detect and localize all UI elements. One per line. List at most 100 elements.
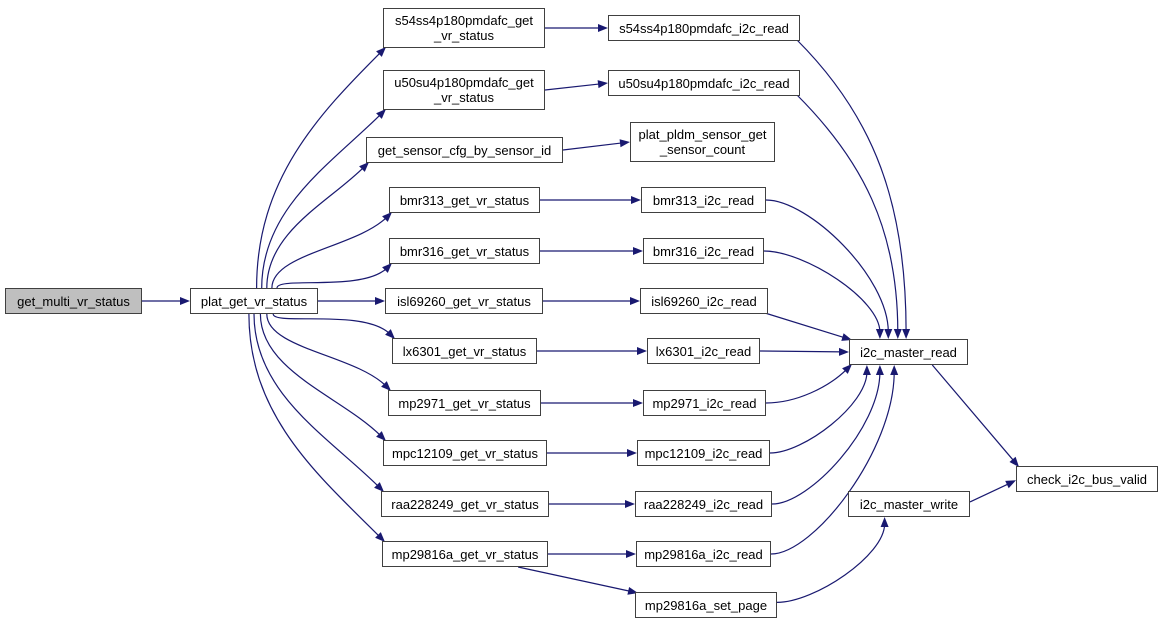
arrowhead-icon	[625, 500, 635, 508]
edge-get_sensor_cfg_by_sensor_id-to-plat_pldm_sensor_get_sensor_count	[562, 139, 630, 151]
edge-u50su4p180pmdafc_i2c_read-to-i2c_master_read	[796, 94, 902, 339]
edge-raa228249_i2c_read-to-i2c_master_read	[771, 365, 884, 505]
arrowhead-icon	[359, 162, 369, 172]
graph-node-mpc12109_i2c_read[interactable]: mpc12109_i2c_read	[637, 440, 770, 466]
graph-node-bmr316_get_vr_status[interactable]: bmr316_get_vr_status	[389, 238, 540, 264]
arrowhead-icon	[385, 329, 395, 339]
arrowhead-icon	[841, 333, 852, 341]
edge-plat_get_vr_status-to-mpc12109_get_vr_status	[259, 313, 386, 441]
edge-mp2971_get_vr_status-to-mp2971_i2c_read	[541, 399, 643, 407]
graph-node-isl69260_i2c_read[interactable]: isl69260_i2c_read	[640, 288, 768, 314]
edge-s54ss4p180pmdafc_i2c_read-to-i2c_master_read	[796, 39, 911, 339]
arrowhead-icon	[382, 263, 392, 273]
graph-node-bmr313_get_vr_status[interactable]: bmr313_get_vr_status	[389, 187, 540, 213]
arrowhead-icon	[880, 517, 889, 527]
arrowhead-icon	[875, 365, 884, 375]
edge-plat_get_vr_status-to-isl69260_get_vr_status	[318, 297, 385, 305]
arrowhead-icon	[630, 297, 640, 305]
graph-node-lx6301_get_vr_status[interactable]: lx6301_get_vr_status	[392, 338, 537, 364]
edge-isl69260_i2c_read-to-i2c_master_read	[764, 312, 852, 341]
arrowhead-icon	[376, 431, 386, 441]
arrowhead-icon	[1009, 456, 1019, 467]
arrowhead-icon	[1005, 480, 1016, 489]
edge-mp29816a_get_vr_status-to-mp29816a_i2c_read	[548, 550, 636, 558]
arrowhead-icon	[875, 329, 884, 339]
graph-node-mp2971_i2c_read[interactable]: mp2971_i2c_read	[643, 390, 766, 416]
edge-bmr316_get_vr_status-to-bmr316_i2c_read	[540, 247, 643, 255]
graph-node-s54ss4p180pmdafc_i2c_read[interactable]: s54ss4p180pmdafc_i2c_read	[608, 15, 800, 41]
arrowhead-icon	[862, 365, 871, 375]
graph-node-u50su4p180pmdafc_get_vr_status[interactable]: u50su4p180pmdafc_get _vr_status	[383, 70, 545, 110]
arrowhead-icon	[637, 347, 647, 355]
graph-node-mpc12109_get_vr_status[interactable]: mpc12109_get_vr_status	[383, 440, 547, 466]
edge-i2c_master_write-to-check_i2c_bus_valid	[969, 480, 1016, 503]
arrowhead-icon	[902, 329, 911, 339]
arrowhead-icon	[884, 329, 893, 339]
graph-node-raa228249_i2c_read[interactable]: raa228249_i2c_read	[635, 491, 772, 517]
graph-node-s54ss4p180pmdafc_get_vr_status[interactable]: s54ss4p180pmdafc_get _vr_status	[383, 8, 545, 48]
edge-bmr313_i2c_read-to-i2c_master_read	[765, 199, 893, 339]
edge-plat_get_vr_status-to-mp2971_get_vr_status	[266, 313, 391, 391]
edge-get_multi_vr_status-to-plat_get_vr_status	[142, 297, 190, 305]
graph-node-i2c_master_read[interactable]: i2c_master_read	[849, 339, 968, 365]
edge-mpc12109_get_vr_status-to-mpc12109_i2c_read	[547, 449, 637, 457]
graph-node-bmr313_i2c_read[interactable]: bmr313_i2c_read	[641, 187, 766, 213]
edge-lx6301_get_vr_status-to-lx6301_i2c_read	[537, 347, 647, 355]
edge-mp29816a_get_vr_status-to-mp29816a_set_page	[517, 566, 638, 595]
edge-i2c_master_read-to-check_i2c_bus_valid	[931, 364, 1019, 467]
edge-s54ss4p180pmdafc_get_vr_status-to-s54ss4p180pmdafc_i2c_read	[545, 24, 608, 32]
graph-node-bmr316_i2c_read[interactable]: bmr316_i2c_read	[643, 238, 764, 264]
graph-node-mp29816a_set_page[interactable]: mp29816a_set_page	[635, 592, 777, 618]
edge-plat_get_vr_status-to-get_sensor_cfg_by_sensor_id	[266, 162, 369, 289]
edge-bmr316_i2c_read-to-i2c_master_read	[763, 250, 884, 339]
edge-plat_get_vr_status-to-mp29816a_get_vr_status	[248, 313, 385, 542]
graph-node-i2c_master_write[interactable]: i2c_master_write	[848, 491, 970, 517]
edge-mp29816a_set_page-to-i2c_master_write	[776, 517, 889, 603]
arrowhead-icon	[180, 297, 190, 305]
edge-plat_get_vr_status-to-s54ss4p180pmdafc_get_vr_status	[256, 47, 386, 289]
graph-node-plat_get_vr_status[interactable]: plat_get_vr_status	[190, 288, 318, 314]
edge-raa228249_get_vr_status-to-raa228249_i2c_read	[549, 500, 635, 508]
arrowhead-icon	[376, 47, 386, 57]
edge-mp2971_i2c_read-to-i2c_master_read	[765, 364, 852, 404]
graph-node-get_sensor_cfg_by_sensor_id[interactable]: get_sensor_cfg_by_sensor_id	[366, 137, 563, 163]
edge-mp29816a_i2c_read-to-i2c_master_read	[770, 365, 899, 555]
graph-node-mp29816a_get_vr_status[interactable]: mp29816a_get_vr_status	[382, 541, 548, 567]
arrowhead-icon	[842, 364, 852, 374]
arrowhead-icon	[633, 247, 643, 255]
edge-plat_get_vr_status-to-bmr316_get_vr_status	[276, 263, 392, 289]
edge-plat_get_vr_status-to-u50su4p180pmdafc_get_vr_status	[261, 109, 386, 289]
arrowhead-icon	[375, 532, 385, 542]
arrowhead-icon	[626, 550, 636, 558]
arrowhead-icon	[381, 381, 391, 391]
graph-node-get_multi_vr_status[interactable]: get_multi_vr_status	[5, 288, 142, 314]
arrowhead-icon	[376, 109, 386, 119]
edge-plat_get_vr_status-to-lx6301_get_vr_status	[272, 313, 395, 339]
arrowhead-icon	[597, 80, 608, 89]
arrowhead-icon	[375, 297, 385, 305]
arrowhead-icon	[631, 196, 641, 204]
edge-u50su4p180pmdafc_get_vr_status-to-u50su4p180pmdafc_i2c_read	[544, 80, 608, 91]
graph-node-u50su4p180pmdafc_i2c_read[interactable]: u50su4p180pmdafc_i2c_read	[608, 70, 800, 96]
graph-node-lx6301_i2c_read[interactable]: lx6301_i2c_read	[647, 338, 760, 364]
graph-node-mp29816a_i2c_read[interactable]: mp29816a_i2c_read	[636, 541, 771, 567]
graph-node-raa228249_get_vr_status[interactable]: raa228249_get_vr_status	[381, 491, 549, 517]
arrowhead-icon	[633, 399, 643, 407]
edge-bmr313_get_vr_status-to-bmr313_i2c_read	[540, 196, 641, 204]
graph-node-isl69260_get_vr_status[interactable]: isl69260_get_vr_status	[385, 288, 543, 314]
graph-node-mp2971_get_vr_status[interactable]: mp2971_get_vr_status	[388, 390, 541, 416]
edge-lx6301_i2c_read-to-i2c_master_read	[759, 347, 849, 356]
graph-node-check_i2c_bus_valid[interactable]: check_i2c_bus_valid	[1016, 466, 1158, 492]
edge-plat_get_vr_status-to-bmr313_get_vr_status	[271, 212, 392, 289]
edge-mpc12109_i2c_read-to-i2c_master_read	[769, 365, 871, 454]
arrowhead-icon	[374, 482, 384, 492]
arrowhead-icon	[598, 24, 608, 32]
arrowhead-icon	[382, 212, 392, 222]
graph-node-plat_pldm_sensor_get_sensor_count[interactable]: plat_pldm_sensor_get _sensor_count	[630, 122, 775, 162]
arrowhead-icon	[619, 139, 630, 148]
arrowhead-icon	[839, 347, 849, 356]
edge-plat_get_vr_status-to-raa228249_get_vr_status	[253, 313, 384, 492]
arrowhead-icon	[627, 449, 637, 457]
